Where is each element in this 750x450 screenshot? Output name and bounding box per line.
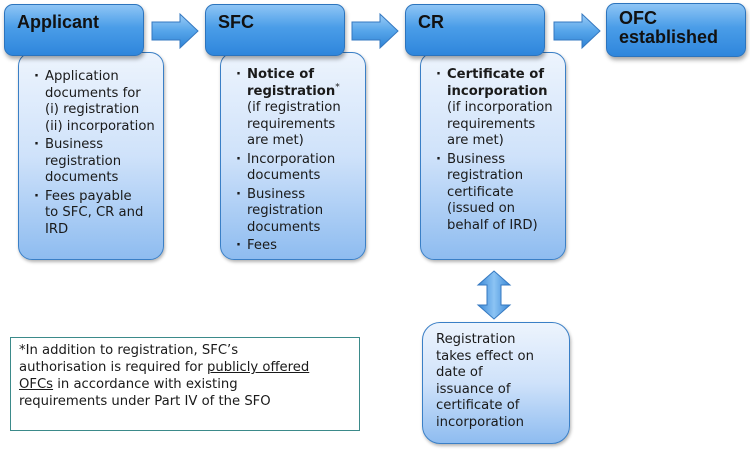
- applicant-header: Applicant: [4, 4, 144, 56]
- text-line: Fees payable: [45, 188, 132, 204]
- text-line: registration: [247, 203, 324, 218]
- sfc-title: SFC: [218, 12, 254, 32]
- text-line: (i) registration: [45, 102, 140, 117]
- sfc-item: Incorporation documents: [235, 152, 359, 185]
- text-line: requirements under Part IV of the SFO: [19, 394, 271, 409]
- up-down-arrow-icon: [476, 270, 512, 320]
- text-line: Application: [45, 69, 119, 84]
- text-line: Certificate of: [447, 67, 545, 82]
- text-line: certificate of: [436, 398, 520, 413]
- text-line: certificate: [447, 184, 514, 200]
- footnote-text: *In addition to registration, SFC’s auth…: [19, 342, 353, 410]
- cr-title: CR: [418, 12, 444, 32]
- cr-item: Certificate of incorporation (if incorpo…: [435, 67, 559, 150]
- text-line: requirements: [447, 116, 536, 132]
- sfc-item: Notice of registration* (if registration…: [235, 67, 359, 150]
- text-line: registration: [45, 153, 122, 169]
- cr-items: Certificate of incorporation (if incorpo…: [435, 67, 559, 236]
- sfc-item: Fees: [235, 238, 359, 255]
- text-line: *In addition to registration, SFC’s: [19, 343, 239, 358]
- applicant-item: Fees payable to SFC, CR and IRD: [33, 189, 157, 239]
- right-arrow-icon: [553, 12, 601, 50]
- underlined-text: OFCs: [19, 377, 54, 392]
- text-line: (ii) incorporation: [45, 118, 155, 134]
- ofc-established-title: OFC established: [619, 9, 718, 47]
- text-line: requirements: [247, 116, 336, 132]
- text-line: (issued on: [447, 201, 516, 216]
- text-line: documents: [247, 168, 321, 183]
- text-line: documents: [247, 219, 321, 235]
- text-line: Business: [447, 151, 506, 167]
- registration-effect-text: Registration takes effect on date of iss…: [436, 332, 563, 431]
- applicant-items: Application documents for (i) registrati…: [33, 69, 157, 240]
- text-line: OFC: [619, 8, 657, 28]
- sfc-item: Business registration documents: [235, 187, 359, 237]
- text-line: Business: [247, 186, 306, 202]
- text-line: incorporation: [436, 414, 524, 430]
- right-arrow-icon: [151, 12, 199, 50]
- footnote-marker: *: [335, 82, 340, 93]
- cr-content-box: Certificate of incorporation (if incorpo…: [420, 52, 566, 260]
- text-line: to SFC, CR and: [45, 205, 144, 220]
- text-line: Notice of: [247, 67, 315, 82]
- applicant-item: Application documents for (i) registrati…: [33, 69, 157, 135]
- text-line: registration: [447, 168, 524, 183]
- text-line: Registration: [436, 332, 516, 347]
- right-arrow-icon: [351, 12, 399, 50]
- text-line: date of: [436, 365, 483, 380]
- text-line: documents: [45, 170, 119, 185]
- sfc-content-box: Notice of registration* (if registration…: [220, 52, 366, 260]
- registration-effect-box: Registration takes effect on date of iss…: [422, 322, 570, 444]
- sfc-header: SFC: [205, 4, 345, 56]
- text-line: incorporation: [447, 83, 548, 99]
- text-line: takes effect on: [436, 348, 534, 364]
- text-line: Business: [45, 137, 104, 152]
- underlined-text: publicly offered: [207, 360, 310, 375]
- footnote-box: *In addition to registration, SFC’s auth…: [10, 337, 360, 431]
- text-line: established: [619, 27, 719, 47]
- applicant-item: Business registration documents: [33, 137, 157, 187]
- text-line: issuance of: [436, 381, 511, 397]
- text-line: documents for: [45, 85, 141, 101]
- sfc-items: Notice of registration* (if registration…: [235, 67, 359, 257]
- applicant-title: Applicant: [17, 12, 100, 32]
- text-line: are met): [447, 133, 504, 148]
- text-line: Fees: [247, 238, 277, 253]
- applicant-content-box: Application documents for (i) registrati…: [18, 52, 164, 260]
- text-line: authorisation is required for: [19, 360, 208, 375]
- text-line: (if incorporation: [447, 100, 553, 115]
- text-line: in accordance with existing: [53, 377, 238, 392]
- text-line: Incorporation: [247, 151, 336, 167]
- text-line: are met): [247, 133, 304, 148]
- text-line: IRD: [45, 221, 69, 237]
- cr-item: Business registration certificate (issue…: [435, 152, 559, 235]
- cr-header: CR: [405, 4, 545, 56]
- text-line: registration: [247, 83, 336, 99]
- text-line: behalf of IRD): [447, 217, 538, 233]
- ofc-established-box: OFC established: [606, 3, 746, 57]
- text-line: (if registration: [247, 100, 341, 115]
